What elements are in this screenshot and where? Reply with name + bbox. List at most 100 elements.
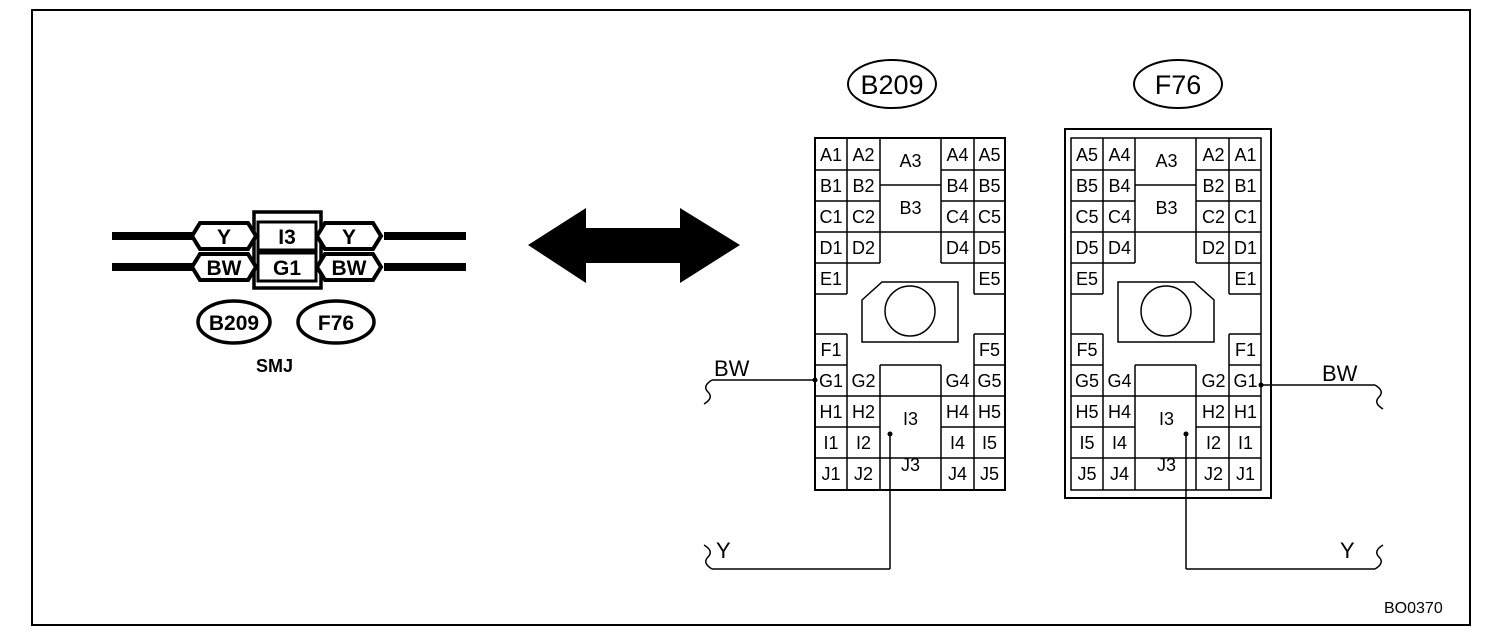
f76-pin-a4: A4 <box>1108 145 1130 165</box>
f76-pin-j4: J4 <box>1110 464 1129 484</box>
f76-pin-c1: C1 <box>1234 207 1257 227</box>
b209-pin-a4: A4 <box>946 145 968 165</box>
b209-pin-j2: J2 <box>854 464 873 484</box>
b209-pin-f1: F1 <box>820 340 841 360</box>
connector-f76: F76 <box>1064 59 1384 570</box>
f76-pin-d1: D1 <box>1234 238 1257 258</box>
smj-connector-f76: F76 <box>318 312 354 335</box>
f76-pin-d2: D2 <box>1202 238 1225 258</box>
smj-bottom-center: G1 <box>273 257 301 280</box>
f76-pin-f1: F1 <box>1235 340 1256 360</box>
b209-pin-g4: G4 <box>945 371 969 391</box>
f76-pin-h2: H2 <box>1202 402 1225 422</box>
f76-pin-i3: I3 <box>1159 409 1174 429</box>
b209-pin-e1: E1 <box>820 269 842 289</box>
f76-pin-h1: H1 <box>1234 402 1257 422</box>
b209-pin-g5: G5 <box>977 371 1001 391</box>
f76-pin-h5: H5 <box>1075 402 1098 422</box>
f76-pin-j3: J3 <box>1157 455 1176 475</box>
b209-pin-a5: A5 <box>978 145 1000 165</box>
smj-top-left: Y <box>217 226 231 249</box>
b209-pin-h4: H4 <box>946 402 969 422</box>
double-arrow-icon <box>528 208 740 283</box>
f76-pin-c2: C2 <box>1202 207 1225 227</box>
smj-junction: Y I3 Y BW G1 BW B209 F76 <box>112 210 466 345</box>
b209-pin-g2: G2 <box>851 371 875 391</box>
b209-pin-f5: F5 <box>979 340 1000 360</box>
b209-pin-d5: D5 <box>978 238 1001 258</box>
b209-pin-i4: I4 <box>950 433 965 453</box>
b209-pin-h1: H1 <box>819 402 842 422</box>
f76-pin-c5: C5 <box>1075 207 1098 227</box>
f76-pin-b3: B3 <box>1155 198 1177 218</box>
f76-pin-i4: I4 <box>1112 433 1127 453</box>
f76-pin-a2: A2 <box>1202 145 1224 165</box>
smj-bottom-right: BW <box>332 257 367 280</box>
smj-connector-b209: B209 <box>209 312 259 335</box>
b209-pin-a3: A3 <box>899 151 921 171</box>
f76-pin-b2: B2 <box>1202 176 1224 196</box>
b209-pin-j4: J4 <box>948 464 967 484</box>
b209-pin-b5: B5 <box>978 176 1000 196</box>
b209-title: B209 <box>860 70 923 100</box>
f76-pin-e1: E1 <box>1234 269 1256 289</box>
smj-bottom-left: BW <box>207 257 242 280</box>
f76-pin-j1: J1 <box>1236 464 1255 484</box>
b209-pin-b4: B4 <box>946 176 968 196</box>
b209-pin-c5: C5 <box>978 207 1001 227</box>
b209-pin-c2: C2 <box>852 207 875 227</box>
b209-pin-i2: I2 <box>856 433 871 453</box>
b209-pin-g1: G1 <box>819 371 843 391</box>
b209-wire-y: Y <box>716 538 731 563</box>
f76-pin-i5: I5 <box>1079 433 1094 453</box>
b209-pin-b2: B2 <box>852 176 874 196</box>
f76-pin-j5: J5 <box>1077 464 1096 484</box>
b209-pin-i1: I1 <box>823 433 838 453</box>
b209-pin-j3: J3 <box>901 455 920 475</box>
b209-pin-d4: D4 <box>946 238 969 258</box>
smj-top-right: Y <box>342 226 356 249</box>
f76-pin-a5: A5 <box>1076 145 1098 165</box>
b209-pin-h5: H5 <box>978 402 1001 422</box>
f76-pin-g2: G2 <box>1201 371 1225 391</box>
f76-pin-d4: D4 <box>1108 238 1131 258</box>
f76-pin-j2: J2 <box>1204 464 1223 484</box>
figure-code: BO0370 <box>1384 600 1443 617</box>
b209-pin-h2: H2 <box>852 402 875 422</box>
f76-title: F76 <box>1155 70 1202 100</box>
f76-pin-f5: F5 <box>1076 340 1097 360</box>
f76-pin-h4: H4 <box>1108 402 1131 422</box>
smj-top-center: I3 <box>278 226 296 249</box>
b209-pin-j1: J1 <box>821 464 840 484</box>
f76-pin-a3: A3 <box>1155 151 1177 171</box>
b209-pin-d2: D2 <box>852 238 875 258</box>
f76-pin-g1: G1 <box>1233 371 1257 391</box>
f76-wire-y: Y <box>1340 538 1355 563</box>
smj-label: SMJ <box>256 356 294 376</box>
f76-pin-b5: B5 <box>1076 176 1098 196</box>
b209-pin-i3: I3 <box>903 409 918 429</box>
connector-b209: B209 <box>703 59 1006 570</box>
b209-pin-j5: J5 <box>980 464 999 484</box>
b209-pin-i5: I5 <box>982 433 997 453</box>
f76-pin-c4: C4 <box>1108 207 1131 227</box>
b209-pin-c4: C4 <box>946 207 969 227</box>
b209-pin-d1: D1 <box>819 238 842 258</box>
f76-pin-i2: I2 <box>1206 433 1221 453</box>
diagram-frame <box>31 9 1471 626</box>
f76-pin-b1: B1 <box>1234 176 1256 196</box>
b209-pin-a2: A2 <box>852 145 874 165</box>
f76-pin-d5: D5 <box>1075 238 1098 258</box>
f76-pin-a1: A1 <box>1234 145 1256 165</box>
b209-pin-c1: C1 <box>819 207 842 227</box>
f76-pin-g5: G5 <box>1075 371 1099 391</box>
b209-wire-bw: BW <box>714 356 750 381</box>
f76-pin-e5: E5 <box>1076 269 1098 289</box>
f76-pin-b4: B4 <box>1108 176 1130 196</box>
b209-pin-a1: A1 <box>820 145 842 165</box>
f76-pin-i1: I1 <box>1238 433 1253 453</box>
b209-pin-e5: E5 <box>978 269 1000 289</box>
